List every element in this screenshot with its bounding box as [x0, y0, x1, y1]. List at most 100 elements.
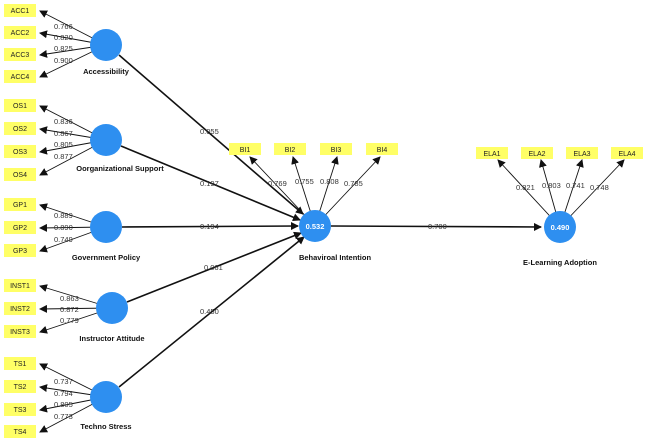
- svg-text:ACC4: ACC4: [11, 74, 30, 81]
- svg-text:ELA1: ELA1: [483, 151, 500, 158]
- svg-text:GP1: GP1: [13, 202, 27, 209]
- loading-acc2: 0.820: [54, 33, 73, 42]
- org-support-label: Oorganizational Support: [76, 164, 164, 173]
- instructor-node[interactable]: [96, 292, 128, 324]
- indicator-ts1: TS1: [4, 357, 36, 370]
- loading-os2: 0.867: [54, 129, 73, 138]
- indicator-inst1: INST1: [4, 279, 36, 292]
- indicator-acc2: ACC2: [4, 26, 36, 39]
- indicator-os1: OS1: [4, 99, 36, 112]
- indicator-bi4: BI4: [366, 143, 398, 155]
- loading-inst1: 0.863: [60, 294, 79, 303]
- gov-policy-label: Government Policy: [72, 253, 141, 262]
- loading-acc4: 0.900: [54, 56, 73, 65]
- indicator-inst3: INST3: [4, 325, 36, 338]
- coef-bi-ela: 0.700: [428, 222, 447, 231]
- accessibility-label: Accessibility: [83, 67, 130, 76]
- svg-text:TS2: TS2: [14, 384, 27, 391]
- svg-text:TS3: TS3: [14, 407, 27, 414]
- svg-text:ELA4: ELA4: [618, 151, 635, 158]
- path-inst-bi: [126, 231, 302, 303]
- coef-gp-bi: 0.194: [200, 222, 219, 231]
- indicator-inst2: INST2: [4, 302, 36, 315]
- path-gp-bi: [121, 222, 299, 231]
- indicator-ela4: ELA4: [611, 147, 643, 159]
- loading-gp1: 0.889: [54, 211, 73, 220]
- indicator-ts3: TS3: [4, 403, 36, 416]
- bi-r2: 0.532: [306, 222, 325, 231]
- loading-gp3: 0.749: [54, 235, 73, 244]
- loading-os4: 0.877: [54, 152, 73, 161]
- loading-inst3: 0.779: [60, 316, 79, 325]
- indicator-bi1: BI1: [229, 143, 261, 155]
- indicator-ela2: ELA2: [521, 147, 553, 159]
- svg-text:OS4: OS4: [13, 172, 27, 179]
- indicator-os3: OS3: [4, 145, 36, 158]
- org-support-node[interactable]: [90, 124, 122, 156]
- path-bi-ela: [330, 222, 542, 231]
- svg-text:INST1: INST1: [10, 283, 30, 290]
- bi-label: Behaviroal Intention: [299, 253, 372, 262]
- construct-ela: ELA1 ELA2 ELA3 ELA4 0.821 0.803 0.741 0.…: [476, 147, 643, 267]
- svg-text:BI4: BI4: [377, 147, 388, 154]
- gov-policy-node[interactable]: [90, 211, 122, 243]
- indicator-acc3: ACC3: [4, 48, 36, 61]
- svg-text:BI3: BI3: [331, 147, 342, 154]
- ela-r2: 0.490: [551, 223, 570, 232]
- coef-ts-bi: 0.450: [200, 307, 219, 316]
- construct-gov-policy: GP1 GP2 GP3 0.889 0.890 0.749 Government…: [4, 198, 141, 262]
- indicator-gp1: GP1: [4, 198, 36, 211]
- structural-paths: 0.055 0.197 0.194 0.061 0.450 0.700: [118, 54, 542, 388]
- ela-label: E-Learning Adoption: [523, 258, 597, 267]
- loading-ts1: 0.737: [54, 377, 73, 386]
- path-os-bi: [120, 145, 301, 222]
- indicator-ela3: ELA3: [566, 147, 598, 159]
- bi-node[interactable]: [299, 210, 331, 242]
- svg-text:ACC2: ACC2: [11, 30, 30, 37]
- svg-text:ELA3: ELA3: [573, 151, 590, 158]
- svg-text:GP3: GP3: [13, 248, 27, 255]
- indicator-gp3: GP3: [4, 244, 36, 257]
- svg-text:ACC3: ACC3: [11, 52, 30, 59]
- svg-text:BI1: BI1: [240, 147, 251, 154]
- construct-techno: TS1 TS2 TS3 TS4 0.737 0.794 0.805 0.773 …: [4, 357, 132, 438]
- indicator-acc1: ACC1: [4, 4, 36, 17]
- loading-bi4: 0.785: [344, 179, 363, 188]
- svg-text:INST3: INST3: [10, 329, 30, 336]
- loading-gp2: 0.890: [54, 223, 73, 232]
- svg-text:TS1: TS1: [14, 361, 27, 368]
- loading-acc3: 0.825: [54, 44, 73, 53]
- instructor-label: Instructor Attitude: [79, 334, 144, 343]
- loading-bi2: 0.755: [295, 177, 314, 186]
- svg-text:ACC1: ACC1: [11, 8, 30, 15]
- loading-os1: 0.836: [54, 117, 73, 126]
- ela-node[interactable]: [544, 211, 576, 243]
- loading-ela4: 0.748: [590, 183, 609, 192]
- indicator-os4: OS4: [4, 168, 36, 181]
- loading-ela1: 0.821: [516, 183, 535, 192]
- loading-ela3: 0.741: [566, 181, 585, 190]
- svg-text:OS3: OS3: [13, 149, 27, 156]
- techno-node[interactable]: [90, 381, 122, 413]
- construct-accessibility: ACC1 ACC2 ACC3 ACC4 0.766 0.820 0.825 0.…: [4, 4, 130, 83]
- techno-label: Techno Stress: [80, 422, 131, 431]
- indicator-ts4: TS4: [4, 425, 36, 438]
- indicator-acc4: ACC4: [4, 70, 36, 83]
- path-ts-bi: [118, 236, 305, 388]
- loading-ts2: 0.794: [54, 389, 73, 398]
- coef-os-bi: 0.197: [200, 179, 219, 188]
- loading-acc1: 0.766: [54, 22, 73, 31]
- svg-text:TS4: TS4: [14, 429, 27, 436]
- coef-inst-bi: 0.061: [204, 263, 223, 272]
- loading-bi3: 0.808: [320, 177, 339, 186]
- accessibility-node[interactable]: [90, 29, 122, 61]
- loading-os3: 0.805: [54, 140, 73, 149]
- svg-text:ELA2: ELA2: [528, 151, 545, 158]
- construct-bi: BI1 BI2 BI3 BI4 0.769 0.755 0.808 0.785 …: [229, 143, 398, 262]
- svg-text:GP2: GP2: [13, 225, 27, 232]
- svg-text:BI2: BI2: [285, 147, 296, 154]
- svg-text:OS2: OS2: [13, 126, 27, 133]
- indicator-os2: OS2: [4, 122, 36, 135]
